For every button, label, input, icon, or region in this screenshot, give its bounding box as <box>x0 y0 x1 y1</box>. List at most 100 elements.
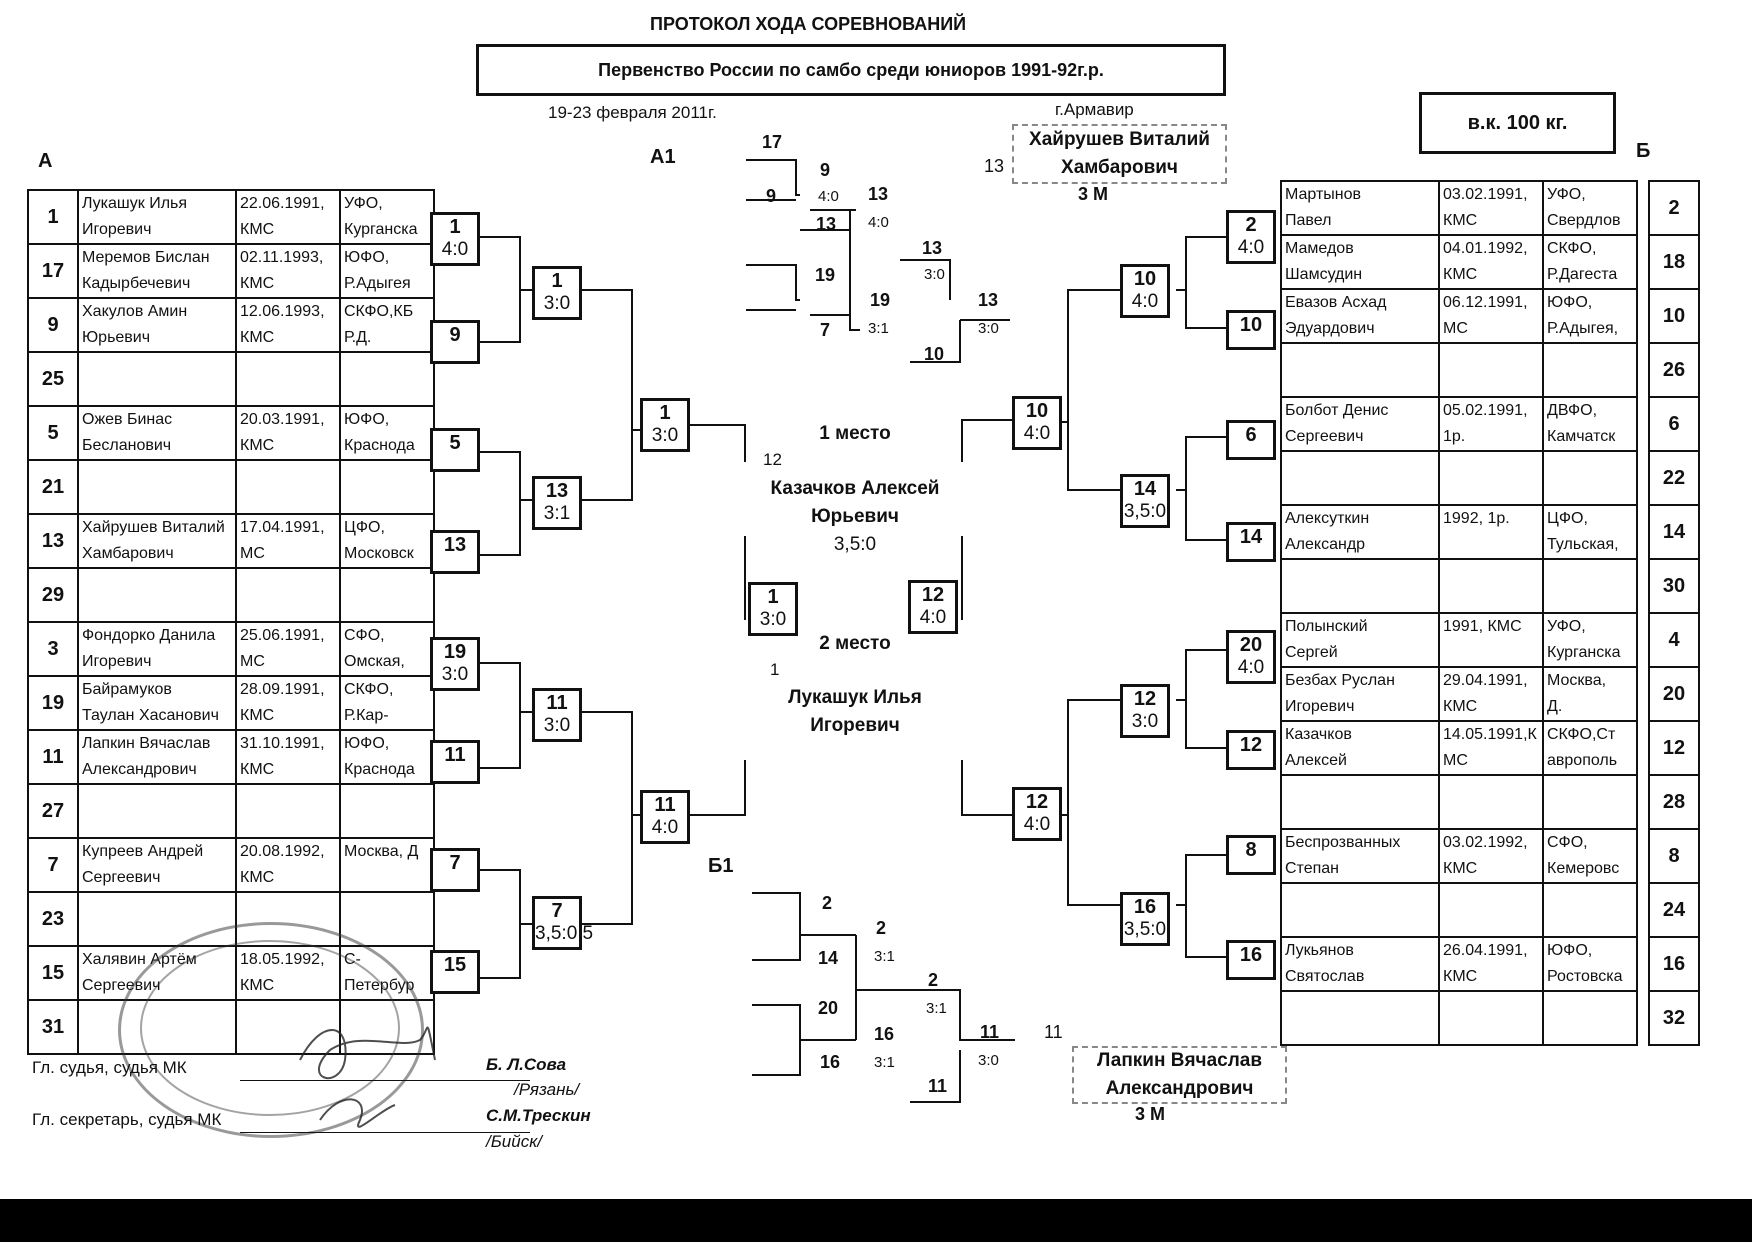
bout-winner: 7 <box>449 852 461 874</box>
participant-region-line: Камчатск <box>1547 428 1616 445</box>
participant-birth-rank-line: КМС <box>1443 968 1478 985</box>
participant-region-line: Москва, Д <box>344 843 419 860</box>
participant-birth-rank: 31.10.1991,КМС <box>235 729 341 785</box>
participant-birth-rank-line: 14.05.1991,К <box>1443 726 1537 743</box>
participant-region-line: Омская, <box>344 653 405 670</box>
participant-row: 27 <box>27 783 435 839</box>
bracket-b-r1-box: 6 <box>1226 420 1276 460</box>
bout-winner: 1 <box>449 216 461 238</box>
bout-winner: 19 <box>443 641 467 663</box>
final-a-box: 1 3:0 <box>748 582 798 636</box>
participant-region: УФО,Курганска <box>339 189 435 245</box>
participant-region-line: ЦФО, <box>344 519 385 536</box>
participant-birth-rank-line: КМС <box>1443 698 1478 715</box>
participant-birth-rank-line: КМС <box>1443 860 1478 877</box>
participant-number: 18 <box>1648 234 1700 290</box>
participant-region-line: УФО, <box>1547 618 1586 635</box>
participant-birth-rank-line: 31.10.1991, <box>240 735 325 752</box>
participant-birth-rank: 20.08.1992,КМС <box>235 837 341 893</box>
participant-birth-rank-line: 12.06.1993, <box>240 303 325 320</box>
participant-name <box>1280 342 1440 398</box>
participant-birth-rank <box>1438 882 1544 938</box>
third-a-name-line1: Хайрушев Виталий <box>1029 129 1210 150</box>
participant-name-line: Юрьевич <box>82 329 151 346</box>
participant-region-line: СКФО,Ст <box>1547 726 1616 743</box>
bracket-a-r1-box: 9 <box>430 320 480 364</box>
participant-birth-rank: 06.12.1991,МС <box>1438 288 1544 344</box>
repechage-b1-score: 3:1 <box>874 948 895 965</box>
repechage-b1-entry: 14 <box>818 948 839 968</box>
bracket-b-r1-box: 14 <box>1226 522 1276 562</box>
participant-name-line: Александр <box>1285 536 1366 553</box>
participant-birth-rank: 28.09.1991,КМС <box>235 675 341 731</box>
participant-number: 19 <box>27 675 79 731</box>
participant-birth-rank-line: 03.02.1991, <box>1443 186 1528 203</box>
group-a-label: А <box>38 150 53 172</box>
bout-score: 3:1 <box>543 503 571 524</box>
participant-region: Москва, Д <box>339 837 435 893</box>
participant-region <box>339 459 435 515</box>
bout-winner: 12 <box>1239 734 1263 756</box>
participant-region-line: ЮФО, <box>1547 294 1593 311</box>
bout-winner: 20 <box>1239 634 1263 656</box>
participant-birth-rank-line: 03.02.1992, <box>1443 834 1528 851</box>
bout-winner: 13 <box>443 534 467 556</box>
participant-birth-rank-line: 1991, КМС <box>1443 618 1522 635</box>
participant-birth-rank: 02.11.1993,КМС <box>235 243 341 299</box>
repechage-b1-winner: 16 <box>874 1024 895 1044</box>
bout-winner: 16 <box>1239 944 1263 966</box>
participant-region-line: аврополь <box>1547 752 1618 769</box>
participant-region: Москва,Д. <box>1542 666 1638 722</box>
participant-birth-rank <box>235 567 341 623</box>
event-city: г.Армавир <box>1055 100 1134 119</box>
participant-region-line: Р.Адыгея <box>344 275 411 292</box>
participant-name-line: Хамбарович <box>82 545 174 562</box>
participant-name-line: Игоревич <box>1285 698 1355 715</box>
repechage-b1-score: 3:1 <box>874 1054 895 1071</box>
participant-region-line: ЦФО, <box>1547 510 1588 527</box>
participant-region: ЮФО,Краснода <box>339 729 435 785</box>
participant-region-line: СФО, <box>1547 834 1588 851</box>
participant-row: 29 <box>27 567 435 623</box>
repechage-a1-entry: 17 <box>762 132 783 152</box>
participant-name <box>77 351 237 407</box>
participant-number: 31 <box>27 999 79 1055</box>
participant-birth-rank: 04.01.1992,КМС <box>1438 234 1544 290</box>
second-place-name-line1: Лукашук Илья <box>788 687 922 708</box>
first-place-num: 12 <box>763 450 782 469</box>
official-stamp-inner <box>140 940 400 1116</box>
second-place-name-line2: Игоревич <box>810 715 900 736</box>
bout-winner: 1 <box>659 402 671 424</box>
participant-name-line: Хакулов Амин <box>82 303 188 320</box>
participant-region-line: СКФО, <box>1547 240 1597 257</box>
participant-birth-rank-line: 20.08.1992, <box>240 843 325 860</box>
participant-birth-rank-line: 1р. <box>1443 428 1466 445</box>
event-title: Первенство России по самбо среди юниоров… <box>476 44 1226 96</box>
participant-row: 28 <box>1280 774 1700 830</box>
participant-number: 22 <box>1648 450 1700 506</box>
repechage-a1-entry: 7 <box>820 320 831 340</box>
first-place-score: 3,5:0 <box>833 534 877 555</box>
bout-winner: 11 <box>444 744 466 766</box>
participant-number: 5 <box>27 405 79 461</box>
third-a-name-line2: Хамбарович <box>1061 157 1178 178</box>
participant-birth-rank <box>1438 450 1544 506</box>
participant-birth-rank-line: КМС <box>240 221 275 238</box>
participant-name-line: Евазов Асхад <box>1285 294 1387 311</box>
